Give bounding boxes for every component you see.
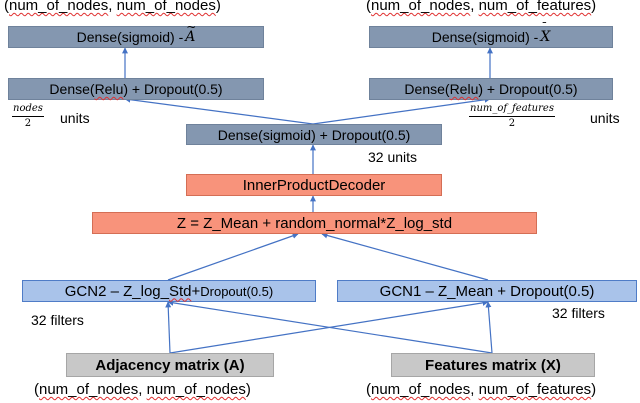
gcn2-log-std-box: GCN2 – Z_log_Std +Dropout(0.5) (22, 280, 316, 302)
dense-relu-right-box: Dense(Relu) + Dropout(0.5) (369, 78, 613, 100)
left-filters-label: 32 filters (31, 312, 84, 328)
adjacency-shape-label: (num_of_nodes, num_of_nodes) (34, 381, 251, 398)
right-filters-label: 32 filters (552, 305, 605, 321)
output-a-shape-label: (num_of_nodes, num_of_nodes) (4, 0, 221, 14)
arrow-gcn2-to-z (167, 232, 299, 281)
arrow-dense-to-relu-left (124, 96, 314, 125)
dense-sigmoid-dropout-box: Dense(sigmoid) + Dropout(0.5) (186, 124, 442, 145)
inner-product-decoder-box: InnerProductDecoder (186, 174, 442, 196)
left-units-suffix: units (60, 110, 90, 126)
arrow-features-to-gcn1 (485, 301, 493, 354)
right-units-suffix: units (590, 110, 620, 126)
adjacency-matrix-box: Adjacency matrix (A) (66, 353, 274, 377)
arrow-gcn1-to-z (321, 232, 489, 281)
features-shape-label: (num_of_nodes, num_of_features) (366, 381, 597, 398)
tilde-accent: ~ (186, 20, 197, 34)
dense-sigmoid-x-box: Dense(sigmoid) - X ¯ (369, 20, 613, 48)
arrow-adjacency-to-gcn2 (165, 301, 172, 354)
left-units-fraction: nodes 2 (12, 103, 44, 129)
features-matrix-box: Features matrix (X) (391, 353, 595, 377)
arrow-features-to-gcn2 (167, 299, 493, 354)
arrow-dense-to-relu-right (312, 96, 491, 125)
z-reparameterization-box: Z = Z_Mean + random_normal*Z_log_std (92, 212, 537, 234)
center-units-label: 32 units (368, 149, 418, 165)
right-units-fraction: num_of_features 2 (469, 103, 555, 129)
dense-sigmoid-a-box: Dense(sigmoid) - A ~ (8, 20, 264, 48)
bar-accent: ¯ (541, 20, 548, 34)
output-x-shape-label: (num_of_nodes, num_of_features) (366, 0, 597, 14)
gcn1-mean-box: GCN1 – Z_Mean + Dropout(0.5) (337, 280, 637, 302)
dense-relu-left-box: Dense(Relu) + Dropout(0.5) (8, 78, 264, 100)
